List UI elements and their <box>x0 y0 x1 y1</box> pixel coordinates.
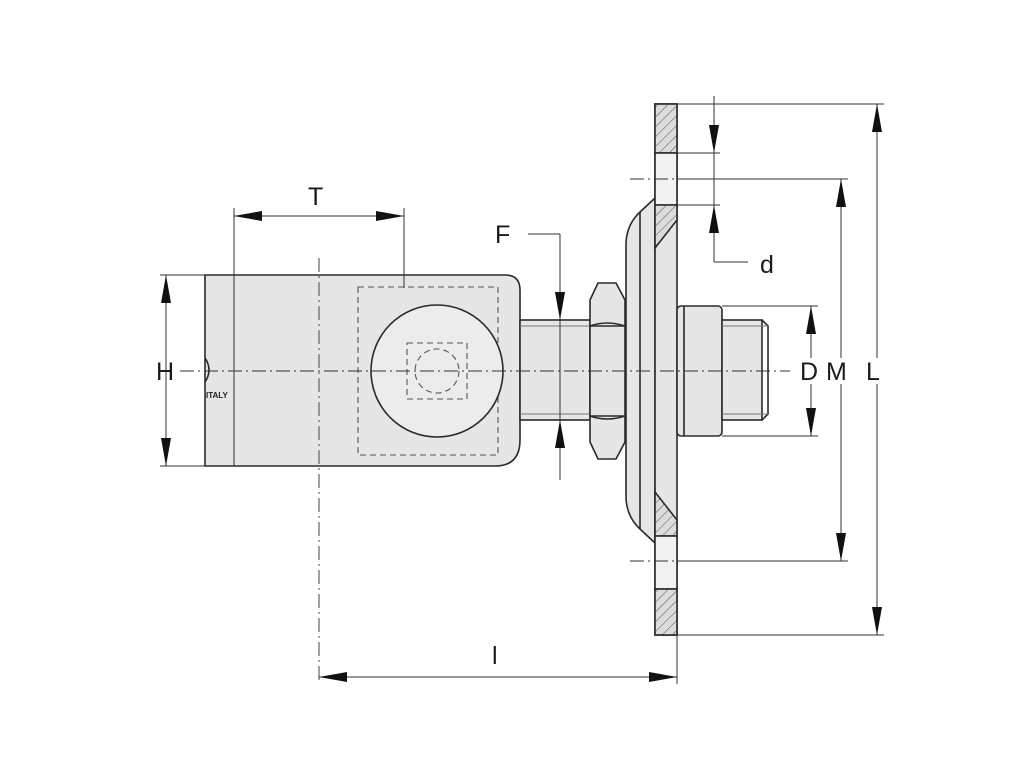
plate-hatch-mid-top <box>654 204 678 251</box>
plate-hatch-bottom <box>654 588 678 636</box>
label-L: L <box>866 358 880 386</box>
plate-hatch-top <box>654 103 678 154</box>
label-H: H <box>156 358 174 386</box>
plate-hole-bottom <box>654 535 678 590</box>
threaded-shaft <box>519 319 591 421</box>
eye-block-notch <box>204 357 210 383</box>
label-F: F <box>495 221 510 249</box>
threaded-stud <box>721 319 763 421</box>
label-l: l <box>492 642 498 670</box>
label-T: T <box>308 183 323 211</box>
italy-marking: ITALY <box>206 391 228 400</box>
label-M: M <box>826 358 847 386</box>
label-D: D <box>800 358 818 386</box>
hidden-pin-circle <box>414 348 460 394</box>
label-d: d <box>760 251 774 279</box>
